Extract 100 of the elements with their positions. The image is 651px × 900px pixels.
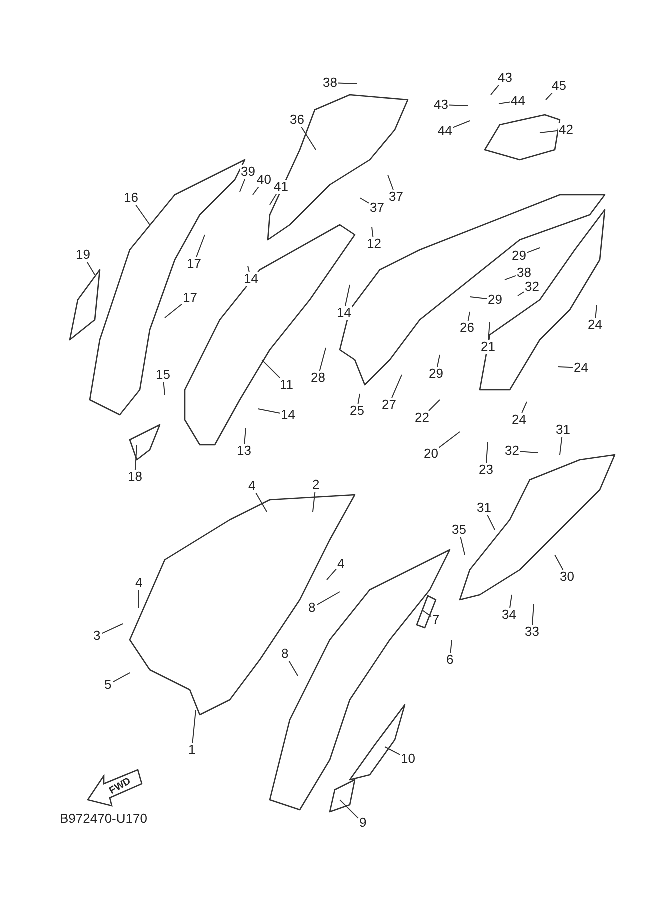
callout-number: 33 bbox=[524, 625, 540, 639]
callout-number: 36 bbox=[289, 113, 306, 127]
leader-line bbox=[518, 292, 524, 296]
leader-line bbox=[488, 322, 490, 340]
callout-number: 2 bbox=[312, 478, 321, 492]
leader-line bbox=[498, 102, 510, 104]
callout-number: 23 bbox=[478, 463, 494, 477]
leader-line bbox=[256, 492, 268, 512]
callout-number: 8 bbox=[280, 647, 290, 661]
leader-line bbox=[595, 304, 598, 318]
callout-number: 25 bbox=[349, 404, 366, 418]
leader-line bbox=[388, 174, 394, 190]
callout-number: 24 bbox=[587, 318, 604, 332]
callout-number: 24 bbox=[573, 361, 590, 375]
leader-line bbox=[270, 194, 278, 206]
leader-line bbox=[470, 296, 488, 300]
leader-line bbox=[288, 660, 298, 676]
leader-line bbox=[262, 360, 280, 378]
callout-number: 27 bbox=[381, 398, 398, 412]
callout-number: 26 bbox=[459, 321, 476, 335]
leader-line bbox=[490, 84, 500, 96]
drawing-number: B972470-U170 bbox=[60, 810, 148, 826]
leader-line bbox=[526, 248, 540, 254]
leader-line bbox=[338, 82, 358, 84]
leader-line bbox=[392, 374, 402, 398]
leader-line bbox=[316, 592, 340, 606]
leader-line bbox=[358, 394, 360, 404]
callout-number: 20 bbox=[423, 447, 440, 461]
callout-number: 28 bbox=[310, 371, 326, 385]
leader-line bbox=[312, 492, 316, 512]
leader-line bbox=[522, 402, 528, 414]
callout-number: 11 bbox=[279, 378, 294, 392]
callout-number: 24 bbox=[511, 413, 528, 427]
callout-number: 37 bbox=[388, 190, 404, 204]
leader-line bbox=[164, 304, 182, 318]
leader-line bbox=[138, 590, 140, 608]
callout-number: 18 bbox=[127, 470, 144, 484]
leader-line bbox=[450, 640, 452, 654]
callout-number: 38 bbox=[322, 76, 338, 90]
leader-line bbox=[436, 354, 440, 368]
leader-line bbox=[428, 400, 440, 412]
callout-number: 34 bbox=[501, 608, 518, 622]
leader-line bbox=[546, 92, 553, 100]
leader-line bbox=[540, 130, 558, 134]
callout-number: 39 bbox=[240, 165, 256, 179]
leader-line bbox=[558, 366, 574, 368]
leader-line bbox=[360, 198, 370, 204]
callout-number: 6 bbox=[446, 653, 455, 667]
callout-number: 42 bbox=[558, 123, 574, 137]
callout-number: 14 bbox=[336, 306, 352, 320]
callout-number: 19 bbox=[75, 248, 92, 262]
callout-number: 17 bbox=[186, 257, 202, 271]
leader-line bbox=[448, 104, 468, 106]
leader-line bbox=[345, 284, 350, 306]
callout-number: 45 bbox=[551, 79, 568, 93]
callout-number: 30 bbox=[559, 570, 576, 584]
callout-number: 1 bbox=[188, 743, 197, 757]
callout-number: 32 bbox=[524, 280, 540, 294]
callout-number: 15 bbox=[155, 368, 172, 382]
callout-number: 12 bbox=[366, 237, 382, 251]
leader-line bbox=[319, 348, 326, 372]
callout-number: 43 bbox=[497, 71, 514, 85]
callout-number: 29 bbox=[511, 249, 528, 263]
leader-line bbox=[487, 514, 496, 530]
callout-number: 14 bbox=[280, 408, 296, 422]
leader-line bbox=[86, 262, 96, 276]
leader-line bbox=[438, 432, 460, 448]
leader-line bbox=[560, 436, 563, 456]
leader-line bbox=[101, 624, 124, 634]
callout-number: 29 bbox=[428, 367, 444, 381]
leader-line bbox=[504, 275, 516, 280]
leader-line bbox=[134, 444, 138, 470]
callout-number: 7 bbox=[432, 613, 441, 627]
callout-number: 37 bbox=[369, 201, 386, 215]
leader-line bbox=[486, 442, 488, 464]
leader-line bbox=[384, 746, 400, 756]
callout-number: 16 bbox=[123, 191, 140, 205]
leader-line bbox=[554, 554, 564, 570]
callout-number: 17 bbox=[182, 291, 198, 305]
callout-number: 43 bbox=[433, 98, 450, 112]
callout-number: 31 bbox=[555, 423, 572, 437]
callout-number: 4 bbox=[336, 557, 346, 571]
callout-number: 14 bbox=[243, 272, 260, 286]
leader-line bbox=[244, 428, 246, 444]
callout-number: 29 bbox=[487, 293, 504, 307]
leader-line bbox=[248, 266, 250, 272]
leader-line bbox=[240, 178, 246, 192]
callout-number: 40 bbox=[256, 173, 272, 187]
leader-line bbox=[510, 594, 512, 608]
direction-label: FWD bbox=[107, 776, 132, 796]
leader-line bbox=[468, 312, 470, 322]
callout-number: 35 bbox=[451, 523, 468, 537]
leader-line bbox=[372, 226, 374, 238]
callout-number: 8 bbox=[308, 601, 317, 615]
leader-line bbox=[326, 568, 337, 580]
leader-line bbox=[460, 536, 466, 556]
callout-number: 21 bbox=[480, 340, 496, 354]
callout-number: 44 bbox=[510, 94, 526, 108]
callout-number: 13 bbox=[236, 444, 252, 458]
callout-number: 5 bbox=[104, 678, 113, 692]
